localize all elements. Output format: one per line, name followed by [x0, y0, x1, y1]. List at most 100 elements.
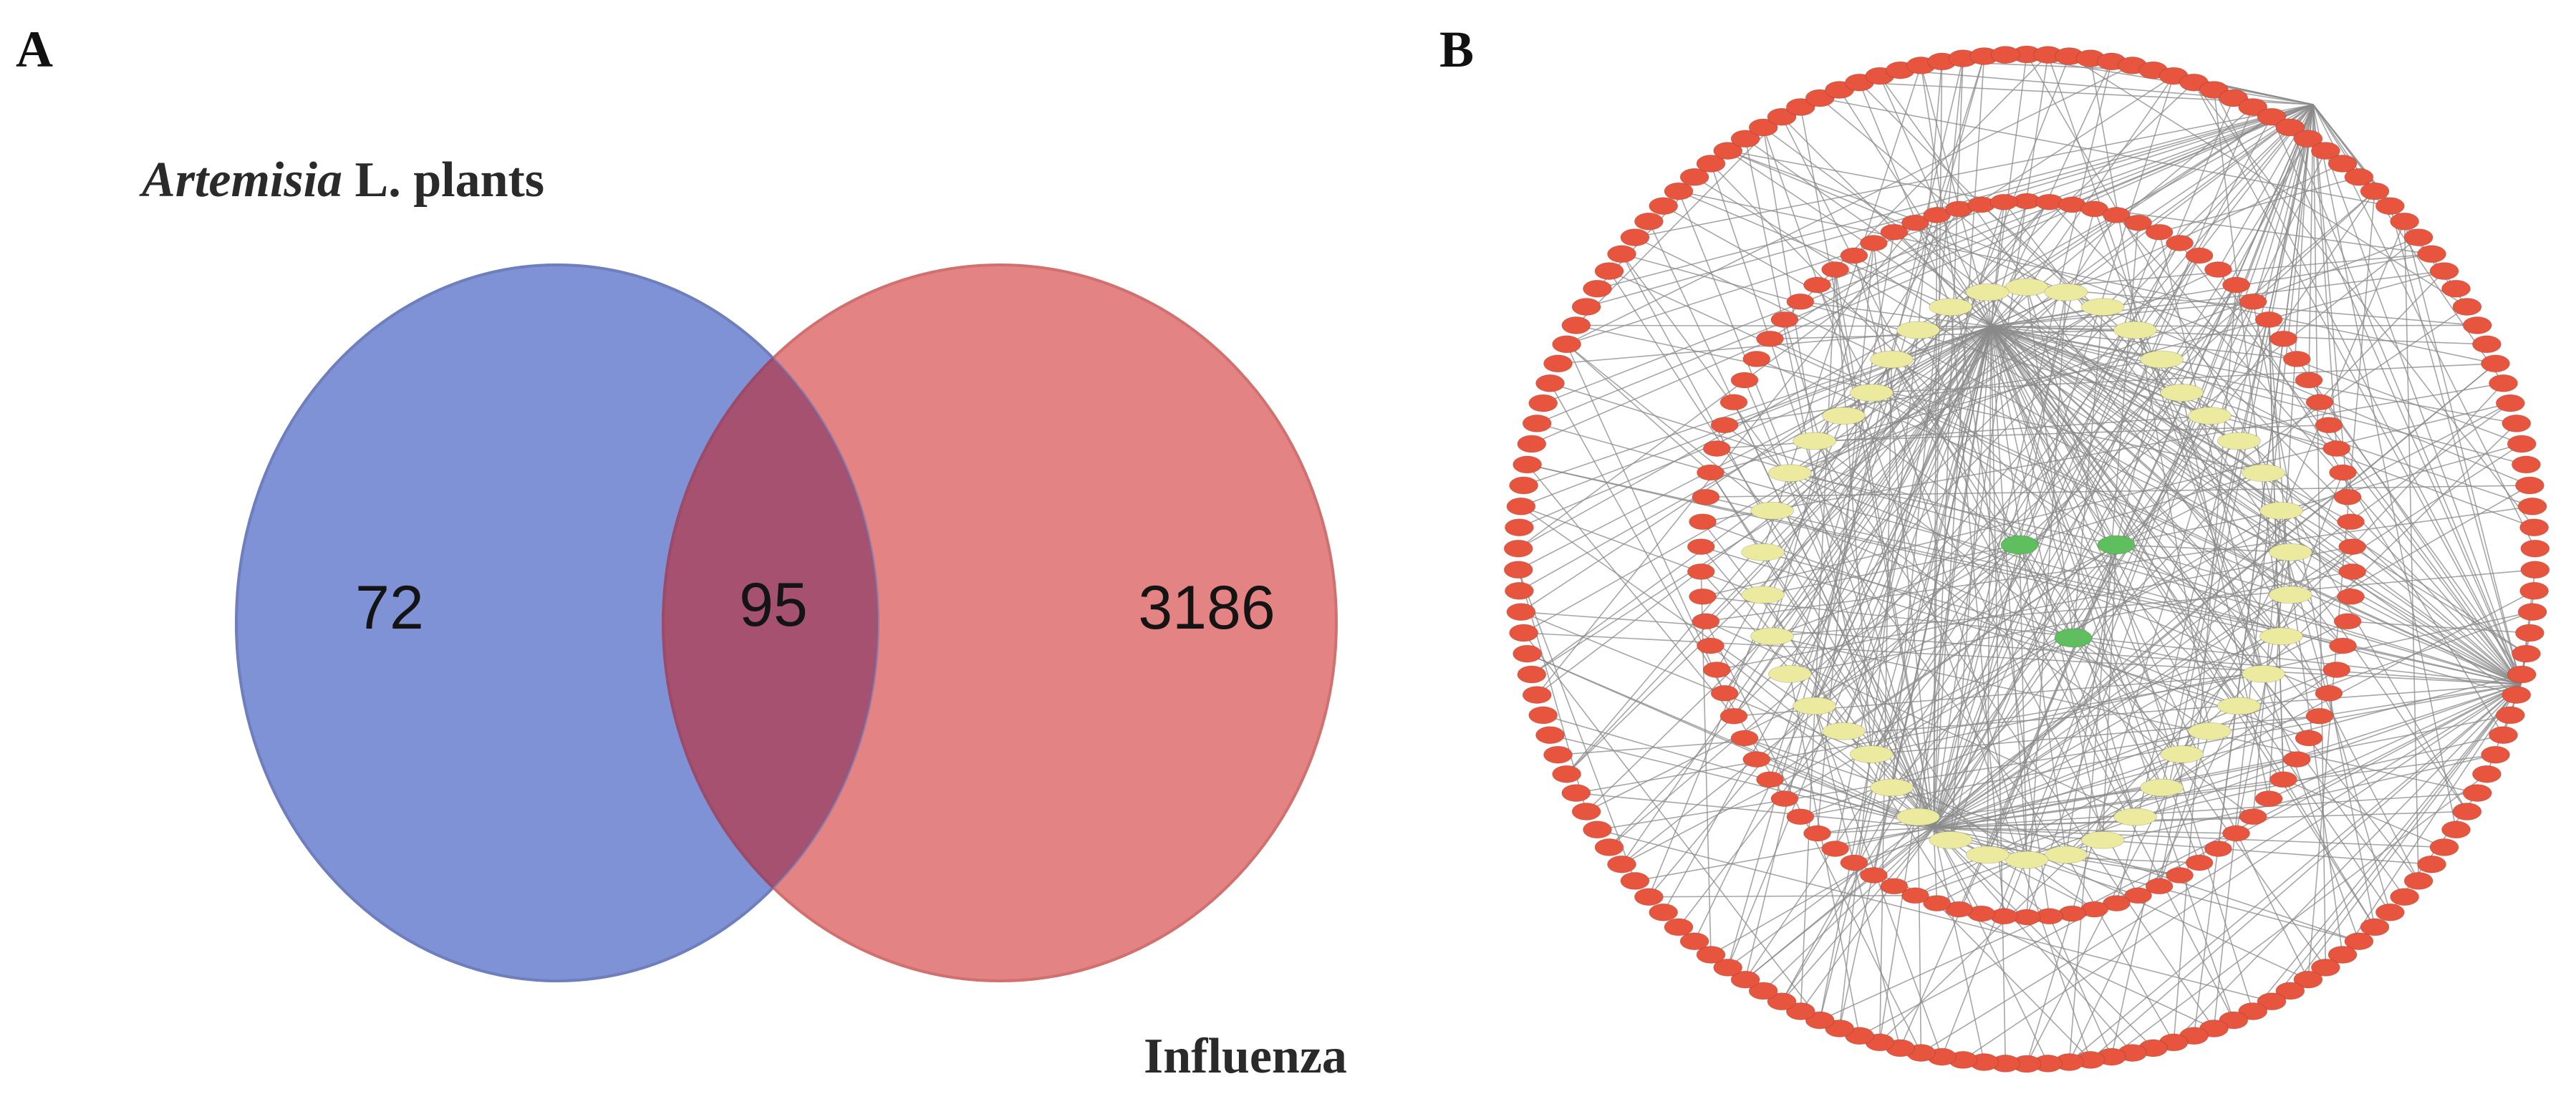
network-node-inner: [1756, 330, 1784, 347]
network-node-inner: [1697, 637, 1724, 654]
network-edge: [1990, 326, 2162, 360]
network-edge: [1858, 82, 1982, 205]
network-node-outer: [1513, 644, 1543, 663]
network-node-inner: [1840, 247, 1868, 264]
network-node-inner: [2124, 214, 2153, 231]
network-edge: [1705, 621, 2136, 818]
network-node-outer: [1528, 394, 1558, 412]
network-node-inner: [2222, 276, 2250, 294]
network-edge: [1702, 521, 1934, 828]
network-edge: [1990, 326, 2406, 898]
network-node-outer: [2502, 414, 2532, 432]
network-edge: [1990, 326, 2291, 553]
network-node-outer: [1607, 245, 1636, 263]
network-edge: [2173, 684, 2522, 1043]
network-edge: [1990, 326, 2136, 331]
network-node-middle: [2268, 586, 2312, 604]
network-node-middle: [2044, 283, 2088, 301]
network-node-outer: [1620, 871, 1650, 890]
network-node-inner: [2204, 261, 2232, 278]
network-node-inner: [1880, 878, 1909, 895]
network-edge: [1800, 827, 1934, 1012]
network-edge: [1566, 291, 2067, 775]
network-node-middle: [2188, 722, 2232, 740]
network-edge: [1621, 253, 1934, 828]
network-edge: [2073, 637, 2239, 707]
network-node-outer: [2520, 539, 2550, 558]
network-edge: [1745, 827, 1934, 980]
network-node-inner: [1923, 895, 1952, 912]
network-edge: [1838, 89, 1992, 327]
network-edge: [1933, 827, 2133, 1054]
network-node-outer: [2441, 279, 2471, 298]
network-edge: [1933, 827, 2237, 834]
network-node-outer: [2429, 838, 2459, 856]
network-edge: [2312, 104, 2504, 384]
network-node-outer: [1594, 838, 1624, 856]
network-edge: [1597, 684, 2522, 831]
network-edge: [2252, 301, 2375, 928]
network-edge: [1724, 326, 1992, 426]
network-edge: [1770, 329, 2136, 339]
network-node-inner: [1742, 350, 1771, 367]
network-node-inner: [1719, 707, 1748, 725]
network-node-outer: [1649, 197, 1679, 216]
network-edge: [1914, 222, 2282, 511]
network-edge: [1990, 326, 2487, 345]
network-node-outer: [1583, 279, 1612, 298]
network-edge: [1990, 326, 2136, 818]
network-node-outer: [1713, 958, 1743, 977]
network-node-inner: [1697, 464, 1724, 481]
venn-diagram: [235, 263, 1338, 982]
network-edge: [1789, 674, 1861, 1036]
network-edge: [1781, 827, 1934, 1002]
network-node-inner: [2145, 223, 2174, 241]
network-edge: [1520, 505, 1763, 596]
network-edge: [1813, 232, 1895, 707]
network-edge: [1566, 344, 1712, 473]
network-edge: [1871, 326, 1992, 394]
network-edge: [1772, 326, 1992, 511]
network-edge: [2019, 544, 2136, 818]
network-node-outer: [2219, 89, 2249, 107]
network-edge: [1724, 359, 2162, 426]
network-node-middle: [1849, 384, 1894, 402]
network-node-middle: [2080, 831, 2125, 849]
network-edge: [1917, 329, 2020, 546]
network-node-middle: [2242, 464, 2286, 483]
network-edge: [1702, 382, 2504, 523]
network-edge: [1933, 215, 1938, 828]
network-edge: [1936, 903, 2091, 1060]
network-node-outer: [2293, 970, 2323, 989]
network-node-outer: [1634, 212, 1664, 231]
network-edge: [1950, 306, 2117, 546]
network-edge: [1962, 684, 2522, 1061]
network-node-inner: [2337, 588, 2365, 605]
network-edge: [1990, 326, 2353, 573]
network-node-inner: [1901, 887, 1929, 904]
network-node-outer: [1748, 118, 1778, 137]
network-node-outer: [2375, 903, 2405, 921]
network-edge: [1813, 705, 1901, 1049]
network-node-inner: [2269, 330, 2297, 347]
network-node-outer: [2417, 855, 2446, 873]
network-edge: [1576, 324, 2264, 474]
network-node-inner: [2329, 637, 2357, 654]
network-edge: [1917, 61, 1943, 331]
network-node-outer: [1522, 414, 1552, 432]
network-edge: [1990, 326, 2183, 755]
network-node-middle: [2216, 697, 2261, 715]
network-edge: [1762, 326, 1992, 553]
network-edge: [1813, 326, 1992, 707]
network-edge: [1597, 829, 2272, 1002]
network-node-middle: [2140, 350, 2184, 369]
network-node-outer: [2471, 765, 2502, 783]
network-node-outer: [2238, 1002, 2268, 1020]
network-node-outer: [2489, 726, 2518, 745]
network-node-middle: [1849, 745, 1894, 763]
network-edge: [1871, 326, 1992, 755]
network-edge: [2065, 544, 2117, 856]
network-edge: [1678, 190, 2496, 364]
network-node-inner: [1821, 841, 1850, 857]
network-edge: [2158, 176, 2360, 233]
